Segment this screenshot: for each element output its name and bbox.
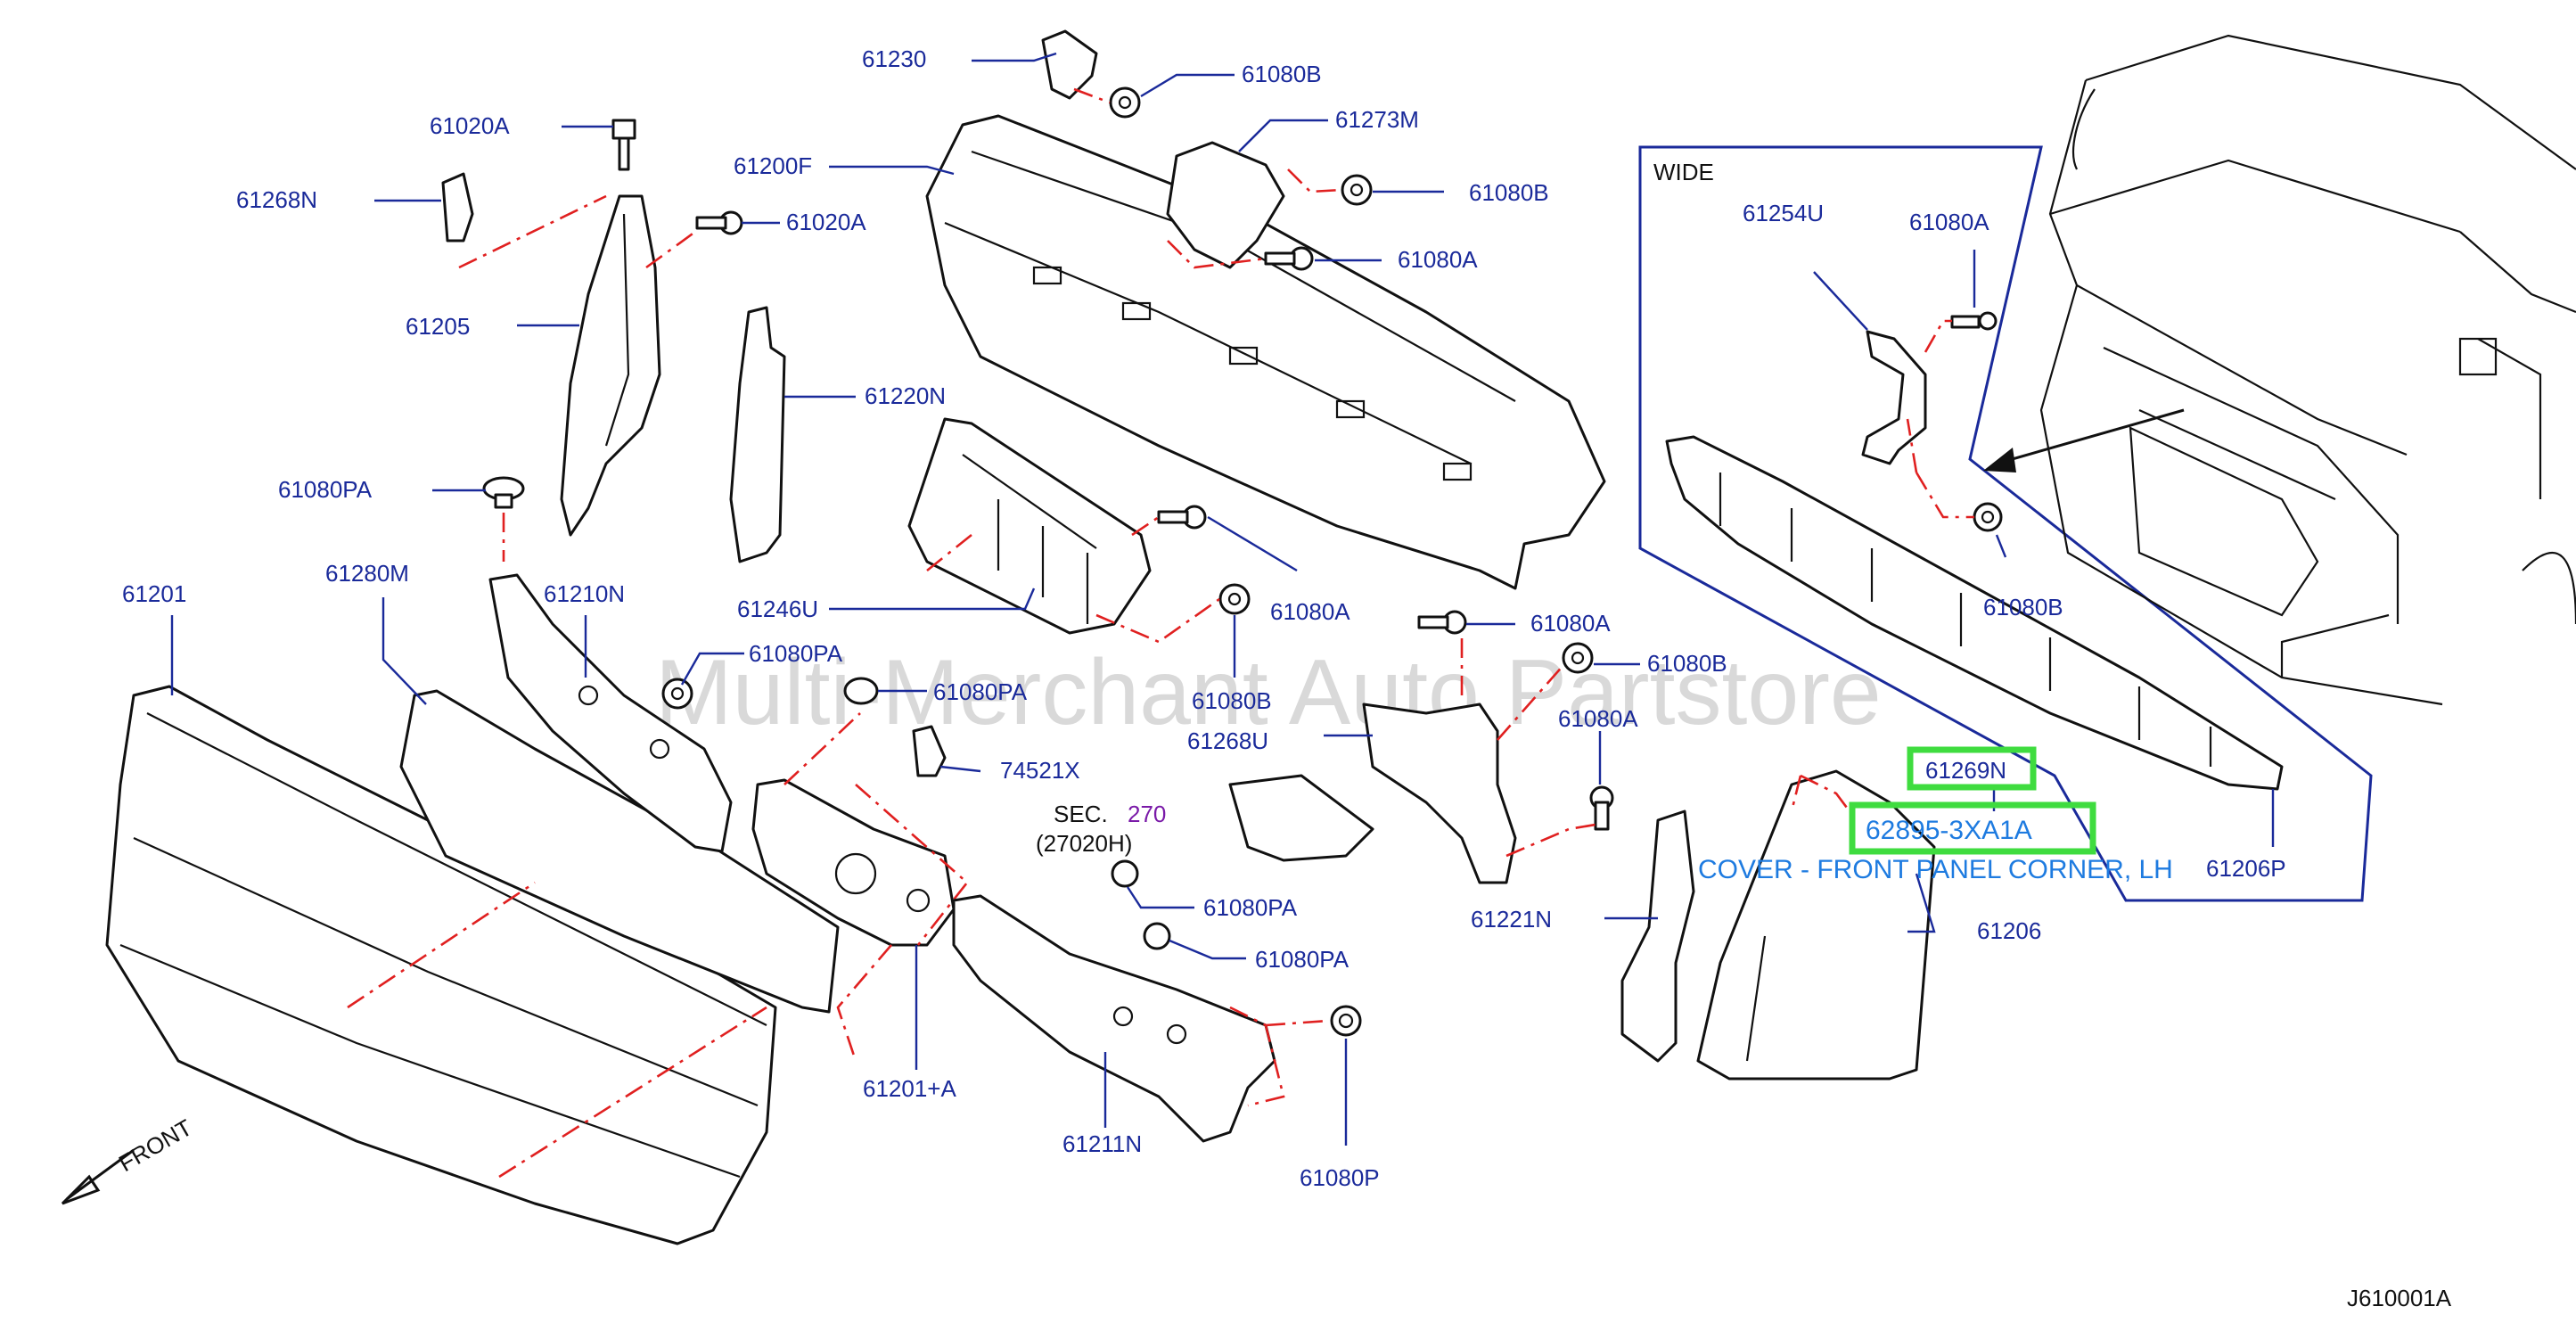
label-61254U: 61254U — [1743, 200, 1824, 226]
sec-ref-prefix: SEC. — [1054, 801, 1108, 827]
bolt-61080A-right — [1417, 610, 1467, 635]
nut-61080B-wide — [1973, 502, 2003, 532]
label-61280M: 61280M — [325, 560, 409, 587]
sec-ref-sub: (27020H) — [1036, 830, 1132, 857]
bolt-61080A-wide — [1950, 311, 1998, 331]
highlight-box-top[interactable] — [1907, 746, 2037, 791]
label-61080B-3: 61080B — [1192, 687, 1272, 714]
highlighted-part-group[interactable]: 61269N 62895-3XA1A COVER - FRONT PANEL C… — [1698, 746, 2173, 884]
highlight-description[interactable]: COVER - FRONT PANEL CORNER, LH — [1698, 855, 2173, 884]
label-61220N: 61220N — [865, 382, 946, 409]
bracket-61268N — [441, 172, 474, 242]
label-61020A-2: 61020A — [786, 209, 866, 235]
label-61200F: 61200F — [734, 152, 812, 179]
nut-61080B-airguide — [1218, 583, 1251, 615]
bracket-61221N — [1620, 809, 1695, 1063]
label-61268N: 61268N — [236, 186, 317, 213]
bracket-61230 — [1041, 29, 1098, 100]
label-61080B-1: 61080B — [1242, 61, 1322, 87]
vehicle-outline — [1983, 34, 2576, 706]
label-61080A-1: 61080A — [1398, 246, 1478, 273]
front-arrow-icon — [61, 1148, 135, 1205]
bracket-61273M — [1166, 141, 1285, 269]
label-61080PA-5: 61080PA — [1255, 946, 1350, 973]
label-61080PA-4: 61080PA — [1203, 894, 1298, 921]
label-61273M: 61273M — [1335, 106, 1419, 133]
hood-lock-sec270 — [1228, 774, 1374, 862]
stay-61210N — [488, 573, 733, 853]
label-61080PA-2: 61080PA — [749, 640, 843, 667]
clip-61080PA-lower — [1143, 922, 1171, 950]
bolt-61020A-top — [611, 119, 636, 171]
front-label: FRONT — [114, 1113, 197, 1177]
diagram-code: J610001A — [2347, 1285, 2452, 1311]
pillar-61205 — [560, 194, 661, 537]
label-61080PA-1: 61080PA — [278, 476, 373, 503]
panel-61280M — [399, 689, 840, 1014]
label-61080A-4: 61080A — [1558, 705, 1638, 732]
label-61080B-4: 61080B — [1647, 650, 1727, 677]
highlight-part-number[interactable]: 62895-3XA1A — [1866, 816, 2032, 845]
nut-61080B-rightside — [1562, 642, 1594, 674]
member-61201A — [751, 778, 956, 947]
label-61080A-2: 61080A — [1270, 598, 1350, 625]
bracket-61254U — [1861, 330, 1927, 465]
clip-61080PA-left — [482, 476, 525, 509]
bracket-61220N — [729, 306, 786, 563]
clip-61080P — [1330, 1005, 1362, 1037]
clip-61080PA-center — [661, 678, 693, 710]
bolt-61080A-lowerright — [1589, 785, 1614, 831]
bolt-61080A-airguide — [1157, 505, 1207, 530]
label-61221N: 61221N — [1471, 906, 1552, 933]
label-61080A-5: 61080A — [1909, 209, 1989, 235]
bolt-61080A-mid — [1264, 246, 1314, 271]
label-61268U: 61268U — [1187, 727, 1268, 754]
label-74521X: 74521X — [1000, 757, 1080, 784]
label-61080B-2: 61080B — [1469, 179, 1549, 206]
label-61201: 61201 — [122, 580, 186, 607]
corner-cover-61206 — [1696, 769, 1936, 1081]
air-guide-61246U — [907, 417, 1152, 635]
label-61206: 61206 — [1977, 917, 2041, 944]
bumper-reinforcement-61206P — [1665, 435, 2284, 791]
highlight-box-part-number[interactable] — [1849, 801, 2096, 855]
bolt-61020A-side — [695, 210, 743, 235]
wide-label: WIDE — [1653, 159, 1714, 185]
label-61230: 61230 — [862, 45, 926, 72]
cowl-top-61200F — [925, 114, 1606, 590]
label-61080B-5: 61080B — [1983, 594, 2063, 620]
label-61201A: 61201+A — [863, 1075, 956, 1102]
nut-61080B-top — [1109, 86, 1141, 119]
label-61211N: 61211N — [1062, 1130, 1142, 1157]
clip-61080PA-hoodlock — [1111, 859, 1139, 888]
label-61080PA-3: 61080PA — [933, 678, 1028, 705]
wide-inset-frame — [1638, 145, 2373, 902]
label-61246U: 61246U — [737, 596, 818, 622]
highlight-part-top[interactable]: 61269N — [1925, 757, 2006, 784]
label-61210N: 61210N — [544, 580, 625, 607]
label-61205: 61205 — [406, 313, 470, 340]
bracket-61268U — [1362, 703, 1517, 884]
label-61020A-1: 61020A — [430, 112, 510, 139]
label-61080P: 61080P — [1300, 1164, 1380, 1191]
clip-61080PA-center2 — [843, 677, 879, 705]
label-61206P: 61206P — [2206, 855, 2286, 882]
label-61080A-3: 61080A — [1530, 610, 1611, 637]
front-panel-61201 — [105, 685, 777, 1245]
nut-61080B-right — [1341, 174, 1373, 206]
sec-ref-number: 270 — [1128, 801, 1166, 827]
